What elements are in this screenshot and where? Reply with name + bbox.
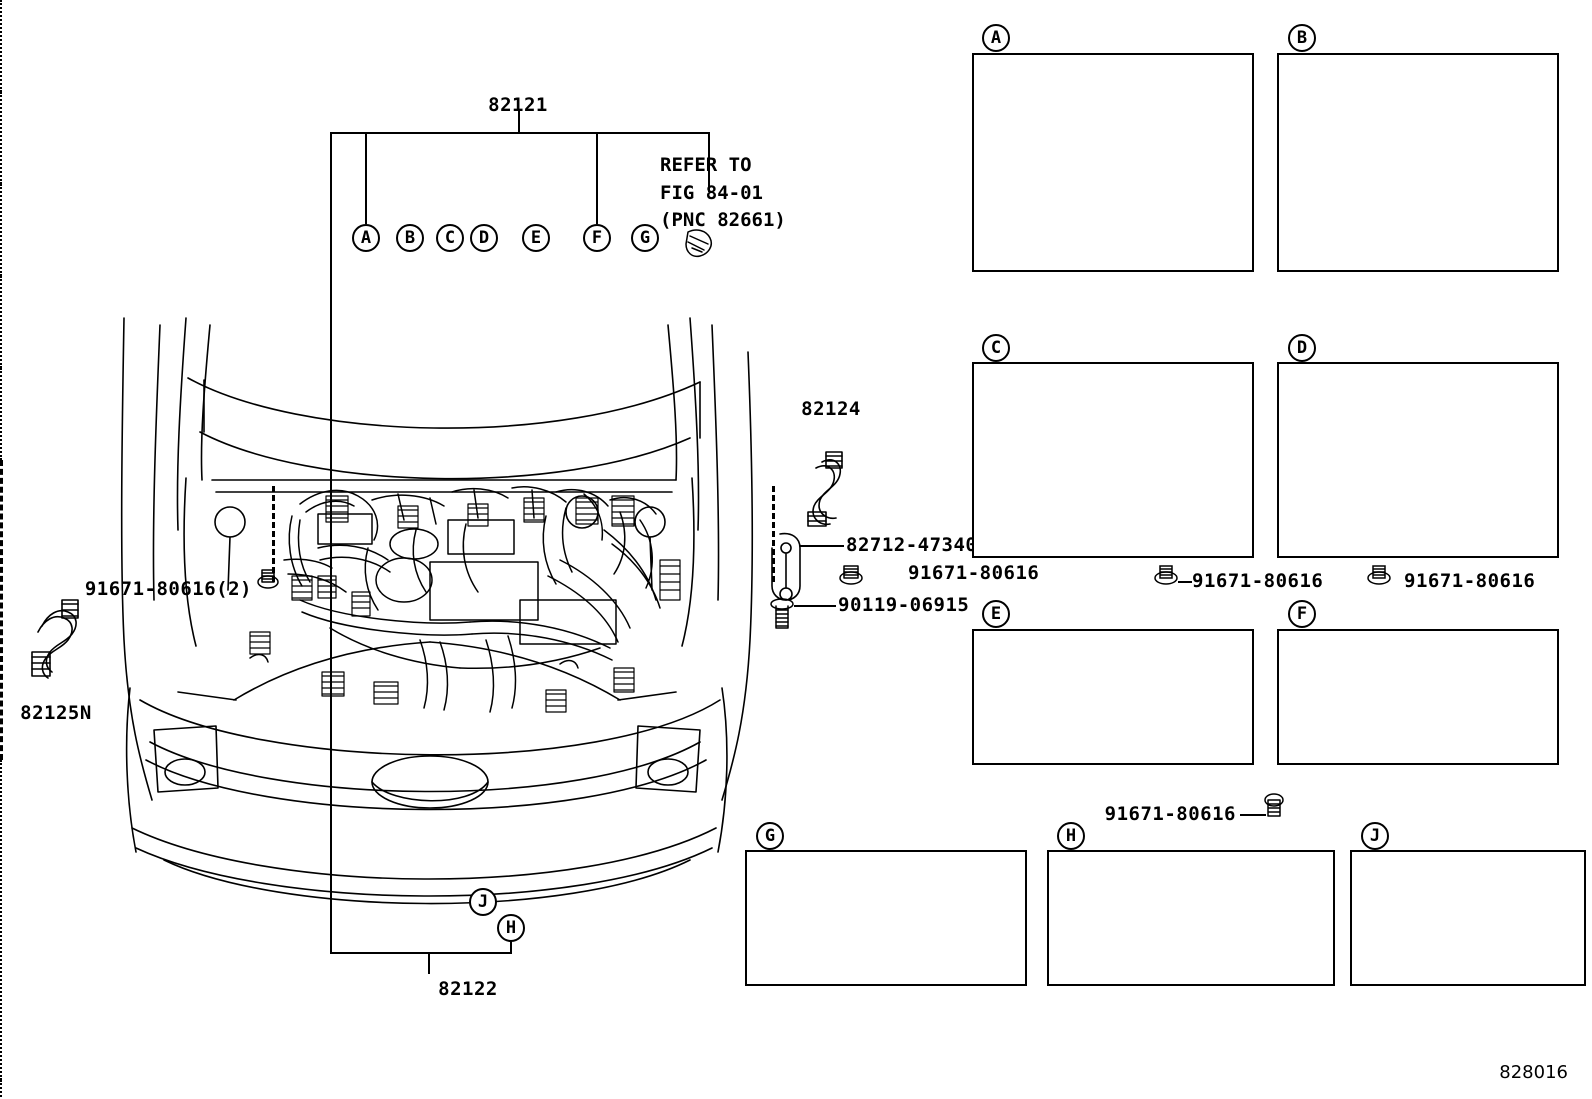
stem-f	[596, 132, 598, 224]
bracket-left-edge	[330, 132, 332, 952]
panel-badge-h: H	[1057, 822, 1085, 850]
label-82122: 82122	[438, 978, 498, 1000]
badge-c: C	[436, 224, 464, 252]
panel-b	[1277, 53, 1559, 272]
leader-90119	[794, 605, 836, 607]
panel-badge-g: G	[756, 822, 784, 850]
label-82121: 82121	[488, 94, 548, 116]
panel-badge-d: D	[1288, 334, 1316, 362]
panel-d-fastener-label: 91671-80616	[1404, 570, 1536, 592]
figure-id: 828016	[1499, 1062, 1568, 1083]
badge-b: B	[396, 224, 424, 252]
callout-91671-80616-right: 91671-80616	[908, 562, 1040, 584]
callout-90119-06915: 90119-06915	[838, 594, 970, 616]
leader-82121	[518, 110, 520, 132]
datum-left-edge	[272, 486, 275, 582]
callout-82124: 82124	[801, 398, 861, 420]
panel-a	[972, 53, 1254, 272]
panel-c-fastener-label: 91671-80616	[1192, 570, 1324, 592]
stem-b	[0, 0, 2, 92]
refer-to-note: REFER TO FIG 84-01 (PNC 82661)	[660, 154, 786, 232]
panel-h	[1047, 850, 1335, 986]
stem-a	[365, 132, 367, 224]
badge-f: F	[583, 224, 611, 252]
badge-e: E	[522, 224, 550, 252]
stem-g	[0, 368, 2, 460]
panel-badge-f: F	[1288, 600, 1316, 628]
panel-g	[745, 850, 1027, 986]
callout-82712-47340: 82712-47340	[846, 534, 978, 556]
trace-c	[0, 1080, 2, 1099]
panel-c	[972, 362, 1254, 558]
stem-e	[0, 276, 2, 368]
trace-b	[0, 760, 2, 1080]
panel-e	[972, 629, 1254, 765]
badge-j-main: J	[469, 888, 497, 916]
panel-d	[1277, 362, 1559, 558]
badge-a: A	[352, 224, 380, 252]
badge-h-main: H	[497, 914, 525, 942]
badge-g: G	[631, 224, 659, 252]
leader-82712	[800, 545, 844, 547]
stem-d	[0, 184, 2, 276]
trace-a	[0, 460, 3, 760]
datum-right-edge	[772, 486, 775, 582]
panel-badge-b: B	[1288, 24, 1316, 52]
panel-j	[1350, 850, 1586, 986]
bracket-top-rail	[330, 132, 710, 134]
panel-badge-c: C	[982, 334, 1010, 362]
panel-badge-a: A	[982, 24, 1010, 52]
badge-d: D	[470, 224, 498, 252]
leader-82122	[428, 952, 430, 974]
bracket-bottom-right-edge	[510, 930, 512, 954]
panel-c-fastener-leader	[1178, 581, 1192, 583]
panel-h-fastener-label: 91671-80616	[1104, 803, 1236, 825]
bracket-bottom-rail	[330, 952, 512, 954]
panel-f	[1277, 629, 1559, 765]
panel-badge-e: E	[982, 600, 1010, 628]
callout-82125N: 82125N	[20, 702, 92, 724]
panel-badge-j: J	[1361, 822, 1389, 850]
callout-91671-80616-2: 91671-80616(2)	[84, 578, 252, 600]
panel-h-fastener-leader	[1240, 814, 1266, 816]
stem-c	[0, 92, 2, 184]
bracket-right-edge	[708, 132, 710, 192]
